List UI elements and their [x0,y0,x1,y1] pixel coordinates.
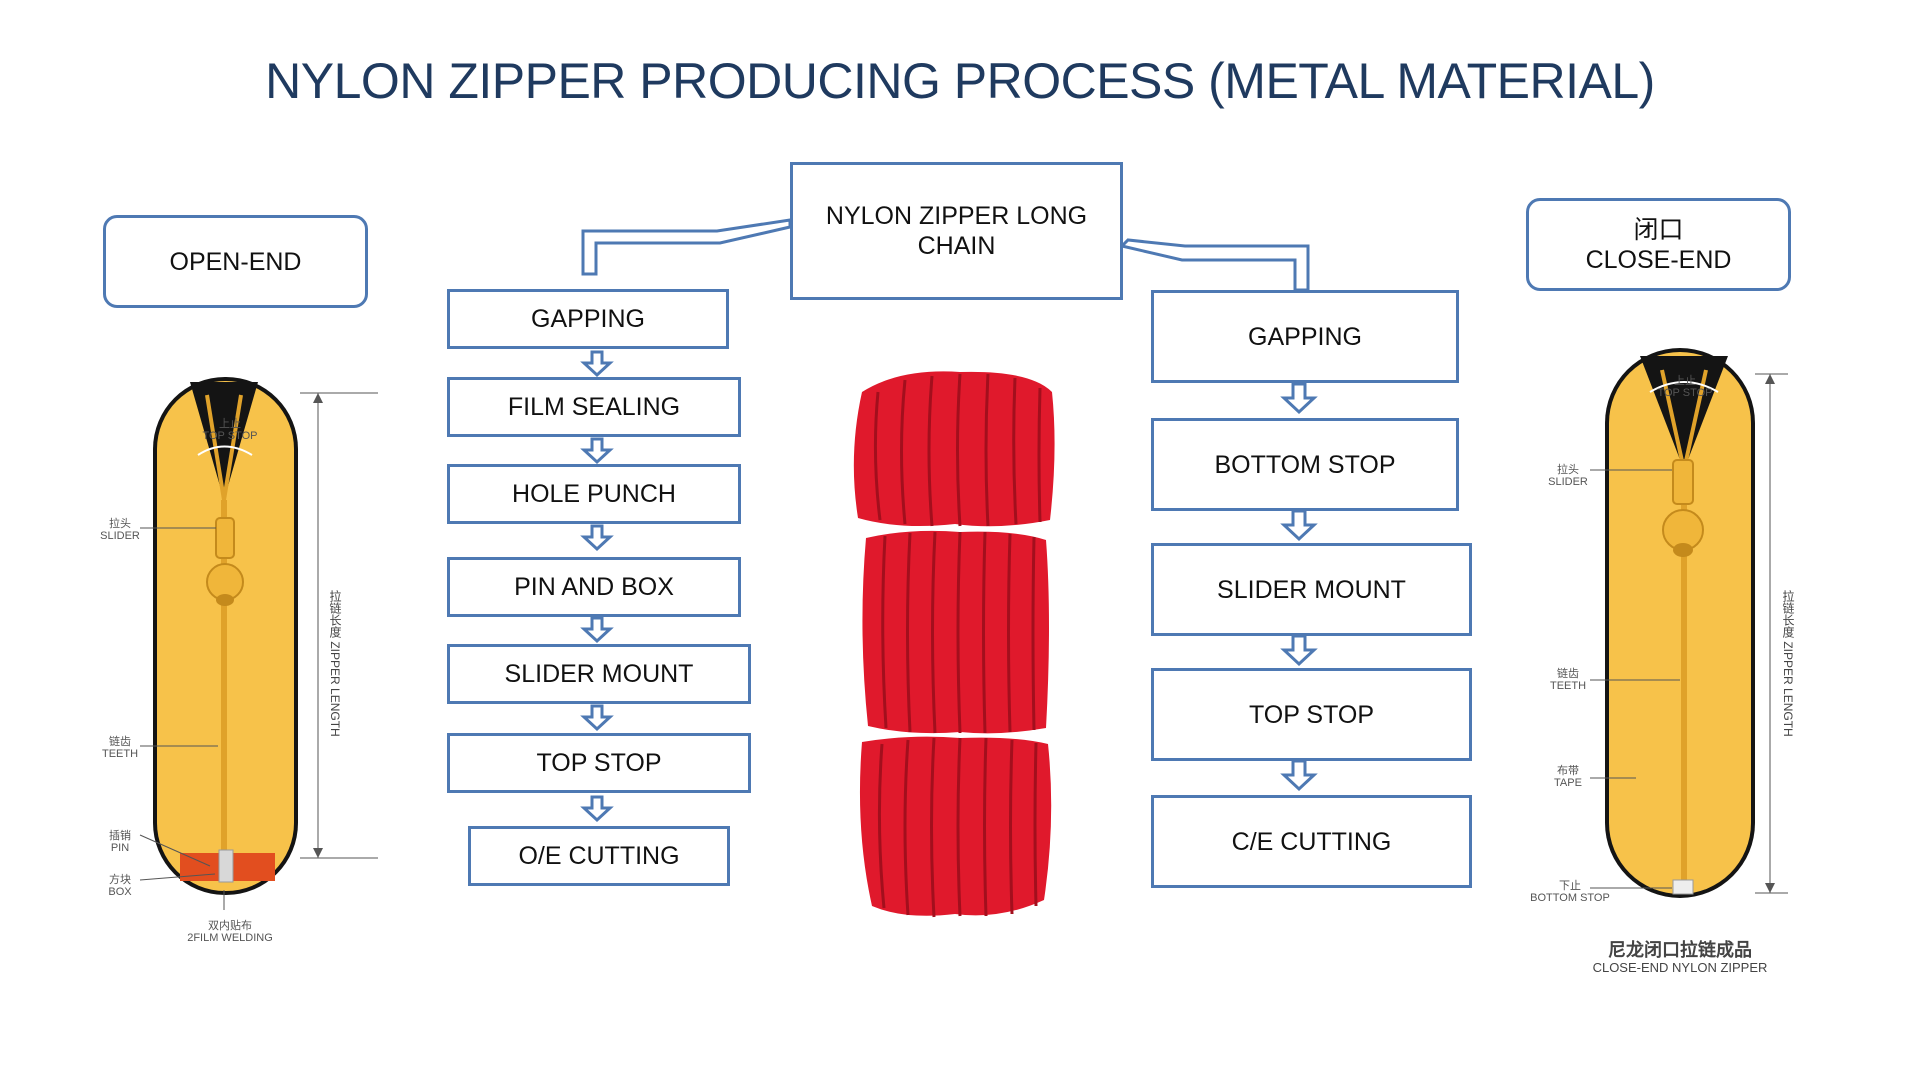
down-arrow-icon [1280,634,1318,667]
oe-step-film-sealing: FILM SEALING [447,377,741,437]
oe-step-gapping: GAPPING [447,289,729,349]
oe-step-oe-cutting: O/E CUTTING [468,826,730,886]
open-end-header: OPEN-END [103,215,368,308]
down-arrow-icon [580,704,614,732]
ce-step-slider-mount: SLIDER MOUNT [1151,543,1472,636]
down-arrow-icon [1280,382,1318,415]
close-end-header-en: CLOSE-END [1585,245,1732,274]
oe-label-zipper-length: 拉链长度 ZIPPER LENGTH [328,590,342,737]
oe-step-hole-punch: HOLE PUNCH [447,464,741,524]
long-chain-label-line2: CHAIN [917,232,996,260]
page-title: NYLON ZIPPER PRODUCING PROCESS (METAL MA… [265,53,1655,109]
long-chain-box: NYLON ZIPPER LONG CHAIN [790,162,1123,300]
ce-step-gapping: GAPPING [1151,290,1459,383]
down-arrow-icon [1280,759,1318,792]
close-end-caption-en: CLOSE-END NYLON ZIPPER [1592,959,1768,975]
chain-roll-middle [862,530,1049,734]
connector-left [581,218,792,276]
chain-roll-lower [859,736,1052,918]
ce-step-top-stop: TOP STOP [1151,668,1472,761]
oe-step-slider-mount: SLIDER MOUNT [447,644,751,704]
long-chain-label-line1: NYLON ZIPPER LONG [825,202,1088,230]
ce-step-ce-cutting: C/E CUTTING [1151,795,1472,888]
oe-step-top-stop: TOP STOP [447,733,751,793]
close-end-caption: 尼龙闭口拉链成品 CLOSE-END NYLON ZIPPER [1560,940,1800,976]
down-arrow-icon [580,350,614,378]
ce-label-zipper-length: 拉链长度 ZIPPER LENGTH [1781,590,1795,737]
close-end-header-cn: 闭口 [1633,215,1684,244]
close-end-header: 闭口 CLOSE-END [1526,198,1791,291]
down-arrow-icon [580,616,614,644]
down-arrow-icon [580,795,614,823]
chain-roll-upper [853,371,1055,527]
down-arrow-icon [580,437,614,465]
close-end-caption-cn: 尼龙闭口拉链成品 [1608,940,1752,960]
ce-step-bottom-stop: BOTTOM STOP [1151,418,1459,511]
down-arrow-icon [580,524,614,552]
down-arrow-icon [1280,509,1318,542]
oe-step-pin-and-box: PIN AND BOX [447,557,741,617]
open-end-header-label: OPEN-END [169,247,302,276]
